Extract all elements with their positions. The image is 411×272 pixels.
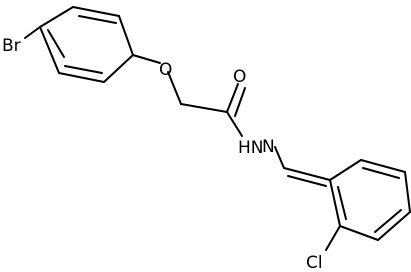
bromine-label: Br	[2, 36, 21, 56]
bond	[339, 225, 379, 241]
bromophenyl-ring	[39, 6, 134, 83]
imine-nitrogen-label: N	[262, 137, 275, 157]
bond	[167, 71, 182, 105]
bond	[374, 209, 402, 233]
bond	[78, 15, 117, 24]
bond	[47, 29, 65, 58]
bond	[132, 54, 161, 64]
bond	[234, 87, 246, 117]
bond	[24, 26, 41, 39]
bond	[58, 72, 105, 83]
bond	[283, 167, 331, 181]
bond	[72, 6, 120, 17]
bond	[287, 175, 327, 187]
bond	[180, 103, 228, 113]
bond	[337, 186, 347, 220]
bond	[226, 83, 239, 113]
bond	[360, 159, 406, 173]
bond	[118, 15, 134, 56]
bond	[64, 65, 103, 74]
bond	[329, 179, 341, 227]
bond	[362, 167, 400, 179]
bond	[39, 26, 60, 74]
carbonyl-oxygen-label: O	[233, 67, 246, 87]
bond	[39, 6, 74, 28]
hydrazide-nh-label: HN	[238, 138, 264, 158]
bond	[274, 146, 285, 169]
bond	[377, 211, 411, 241]
bond	[226, 111, 243, 137]
bond	[325, 225, 341, 251]
bond	[329, 159, 362, 181]
chlorine-label: Cl	[306, 253, 323, 272]
chlorophenyl-ring	[325, 159, 411, 251]
bond	[404, 171, 411, 213]
ether-oxygen-label: O	[159, 60, 172, 80]
bond	[103, 54, 134, 83]
chain-bonds	[24, 26, 331, 187]
